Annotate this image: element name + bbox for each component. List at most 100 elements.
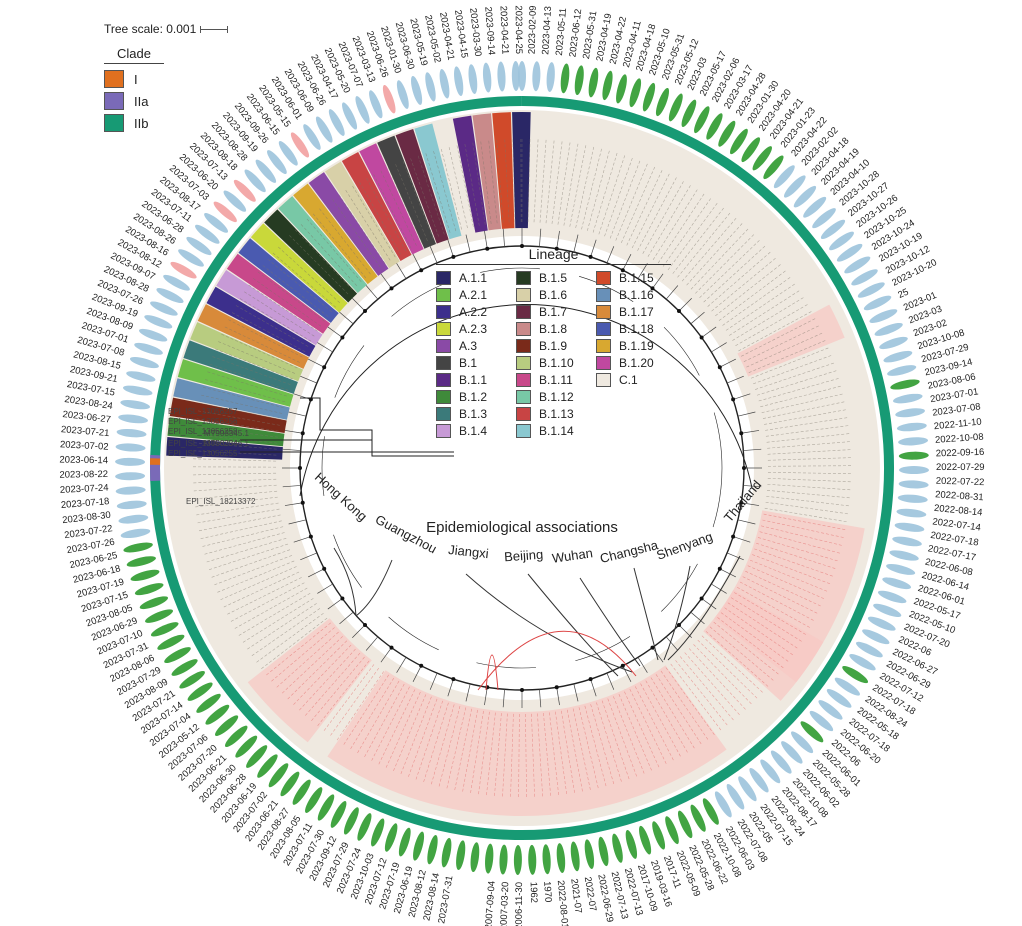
tip-label-tick	[763, 513, 847, 531]
clade-legend: Clade I IIa IIb	[104, 46, 164, 134]
tip-label-tick	[572, 708, 591, 791]
tree-tip-branch	[317, 583, 333, 594]
tip-label-tick	[363, 683, 405, 758]
tip-label-tick	[300, 223, 357, 286]
location-petal	[718, 120, 736, 147]
tip-label-tick	[709, 626, 775, 682]
node-marker	[300, 500, 305, 505]
node-marker	[322, 365, 327, 370]
location-petal	[413, 831, 425, 861]
tip-label-tick	[342, 674, 389, 746]
node-marker	[650, 645, 655, 650]
lineage-segment	[377, 135, 436, 249]
lineage-swatch	[516, 372, 531, 387]
lineage-swatch	[596, 287, 611, 302]
node-marker	[739, 500, 744, 505]
date-label: 2023-07-18	[60, 496, 109, 511]
location-petal	[781, 741, 803, 764]
location-petal	[869, 309, 898, 323]
tip-label-tick	[735, 303, 809, 347]
lineage-swatch	[436, 355, 451, 370]
clade-swatch	[104, 92, 124, 110]
lineage-swatch	[436, 304, 451, 319]
location-petal	[244, 169, 266, 193]
location-petal	[115, 457, 146, 466]
lineage-swatch	[516, 355, 531, 370]
tip-label-tick	[539, 138, 547, 223]
lineage-swatch	[516, 321, 531, 336]
lineage-legend-item: B.1.8	[516, 320, 596, 337]
tip-label-tick	[587, 149, 610, 231]
lineage-legend-item: B.1.13	[516, 405, 596, 422]
lineage-label: B.1.19	[619, 338, 654, 353]
location-petal	[642, 82, 656, 112]
tip-label-tick	[344, 189, 391, 261]
location-petal	[855, 641, 883, 658]
tip-label-tick	[423, 702, 449, 783]
tip-label-tick	[640, 683, 682, 758]
clade-label: IIb	[134, 115, 149, 131]
lineage-legend-item: B.1.6	[516, 286, 596, 303]
node-marker	[554, 246, 559, 251]
lineage-label: B.1.9	[539, 338, 568, 353]
location-petal	[690, 804, 706, 832]
tip-label-tick	[440, 148, 462, 230]
highlight-block	[737, 304, 845, 377]
tip-label-tick	[392, 694, 427, 772]
node-marker	[520, 688, 524, 692]
lineage-legend-item: B.1.4	[436, 422, 516, 439]
tip-label-tick	[192, 484, 277, 492]
date-label: 1962	[528, 882, 540, 903]
location-petal	[195, 224, 220, 244]
tree-tip-branch	[412, 253, 422, 271]
location-petal	[542, 844, 551, 875]
tip-label-tick	[486, 712, 496, 797]
location-petal	[629, 78, 642, 108]
location-petal	[305, 787, 323, 813]
tree-tip-branch	[701, 326, 717, 338]
node-marker	[308, 534, 313, 539]
location-petal	[134, 342, 163, 355]
tree-tip-branch	[719, 358, 737, 368]
tip-label-tick	[745, 570, 822, 607]
tip-label-tick	[727, 602, 799, 649]
location-petal	[851, 269, 878, 286]
tip-label-tick	[378, 689, 416, 766]
tip-label-tick	[748, 339, 827, 373]
tree-tip-branch	[539, 228, 542, 247]
tip-label-tick	[765, 417, 849, 431]
tip-label-tick	[767, 441, 851, 449]
location-petal	[760, 759, 781, 784]
location-petal	[411, 75, 423, 105]
location-petal	[179, 670, 205, 689]
location-petal	[171, 659, 198, 676]
tree-tip-branch	[622, 253, 632, 271]
tip-label-tick	[746, 332, 824, 368]
tip-label-tick	[754, 548, 834, 577]
tip-label-tick	[667, 202, 719, 271]
node-marker	[298, 466, 302, 470]
tip-label-tick	[615, 162, 649, 241]
location-petal	[726, 783, 745, 810]
tip-label-tick	[767, 449, 852, 455]
tip-label-tick	[238, 297, 312, 342]
lineage-swatch	[436, 372, 451, 387]
tree-tip-branch	[665, 636, 679, 651]
tip-label-tick	[609, 159, 641, 239]
lineage-label: B.1.17	[619, 304, 654, 319]
tip-label-tick	[205, 537, 287, 563]
tree-branches	[240, 228, 762, 708]
tip-label-tick	[756, 370, 838, 396]
location-petal	[315, 116, 333, 143]
association-location-label: Hong Kong	[312, 469, 370, 524]
tip-label-tick	[512, 138, 516, 223]
lineage-swatch	[596, 338, 611, 353]
clade-label: IIa	[134, 93, 149, 109]
location-petal	[369, 90, 383, 119]
location-petal	[120, 400, 150, 410]
location-petal	[588, 67, 599, 98]
tip-label-tick	[351, 184, 396, 258]
tip-label-tick	[310, 656, 365, 722]
node-marker	[699, 335, 704, 340]
